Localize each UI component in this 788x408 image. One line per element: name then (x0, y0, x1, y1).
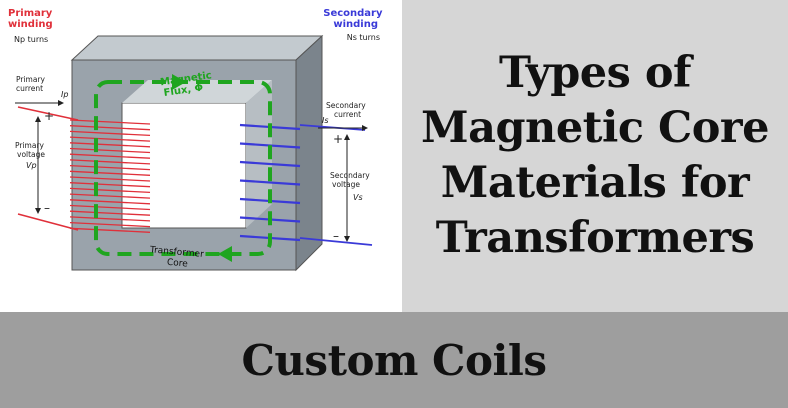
primary-winding-title-line1: Primary (8, 8, 53, 19)
primary-voltage-line2: voltage (17, 150, 45, 159)
primary-current-line2: current (16, 84, 43, 93)
secondary-voltage-label: Secondary voltage (330, 171, 372, 189)
primary-minus: – (44, 201, 50, 215)
secondary-voltage-line1: Secondary (330, 171, 370, 180)
primary-coil-turn (69, 227, 151, 233)
secondary-current-arrowhead (362, 125, 368, 131)
primary-turns: Np turns (14, 35, 48, 44)
flux-label: Magnetic Flux, Φ (160, 70, 218, 99)
primary-voltage-label: Primary voltage (15, 141, 46, 159)
secondary-current-label: Secondary current (326, 101, 368, 119)
core-top-face (70, 35, 324, 61)
secondary-lead-bottom (299, 237, 373, 246)
core-side-face (295, 34, 323, 272)
primary-coil-turn (69, 216, 151, 222)
primary-winding-title-line2: winding (8, 19, 53, 30)
core-window-right-depth (246, 80, 272, 228)
secondary-plus: + (333, 132, 343, 146)
secondary-coil-turn (239, 179, 301, 186)
primary-current-line1: Primary (16, 75, 46, 84)
primary-current-arrowhead (58, 100, 64, 106)
primary-coil-turn (69, 153, 151, 159)
primary-coil-turn (69, 193, 151, 199)
primary-voltage-line1: Primary (15, 141, 45, 150)
secondary-winding-title-line2: winding (333, 19, 378, 30)
primary-lead-top (17, 106, 79, 121)
primary-coil-turn (69, 130, 151, 137)
primary-coil-turn (69, 176, 151, 182)
primary-coil-turn (69, 221, 151, 228)
primary-coil-turn (69, 204, 151, 211)
core-window-depth (122, 80, 272, 103)
primary-plus: + (44, 109, 54, 123)
secondary-voltage-arrowhead-top (344, 134, 350, 140)
primary-current-label: Primary current (16, 75, 47, 93)
flux-arrow-bottom (218, 246, 232, 262)
footer-banner: Custom Coils (0, 312, 788, 408)
secondary-current-line1: Secondary (326, 101, 366, 110)
page-title: Types of Magnetic Core Materials for Tra… (421, 48, 769, 263)
primary-coil-turn (69, 142, 151, 148)
primary-current-symbol: Ip (61, 90, 68, 99)
core-label-line1: Transformer (148, 245, 204, 260)
primary-coil-turn (69, 159, 151, 165)
primary-lead-bottom (17, 213, 79, 231)
secondary-current-line2: current (334, 110, 361, 119)
secondary-voltage-arrowhead-bottom (344, 236, 350, 242)
primary-coil (69, 119, 151, 233)
primary-coil-turn (69, 164, 151, 171)
primary-winding-title: Primary winding (8, 8, 56, 30)
transformer-svg: Primary winding Np turns Primary current… (8, 8, 386, 272)
core-label-line2: Core (166, 258, 188, 270)
primary-coil-turn (69, 119, 151, 125)
primary-voltage-symbol: Vp (26, 161, 37, 170)
secondary-winding-title-line1: Secondary (323, 8, 383, 19)
secondary-coil-turn (239, 160, 301, 168)
secondary-minus: – (333, 229, 339, 243)
primary-coil-turn (69, 125, 151, 131)
title-panel: Types of Magnetic Core Materials for Tra… (402, 0, 788, 312)
secondary-voltage-line2: voltage (332, 180, 360, 189)
primary-coil-turn (69, 147, 151, 154)
primary-coil-turn (69, 199, 151, 205)
brand-name: Custom Coils (241, 335, 547, 385)
primary-coil-turn (69, 187, 151, 194)
secondary-turns: Ns turns (347, 33, 380, 42)
flux-label-line2: Flux, Φ (163, 83, 204, 99)
transformer-diagram: Primary winding Np turns Primary current… (0, 0, 400, 312)
primary-coil-turn (69, 210, 151, 216)
primary-coil-turn (69, 136, 151, 142)
secondary-winding-title: Secondary winding (323, 8, 386, 30)
core-label: Transformer Core (148, 245, 208, 271)
flux-arrow-top (172, 74, 186, 90)
primary-coil-turn (69, 170, 151, 176)
primary-voltage-arrowhead-bottom (35, 208, 41, 214)
secondary-current-symbol: Is (322, 116, 329, 125)
primary-coil-turn (69, 182, 151, 188)
primary-voltage-arrowhead-top (35, 116, 41, 122)
secondary-voltage-symbol: Vs (353, 193, 363, 202)
